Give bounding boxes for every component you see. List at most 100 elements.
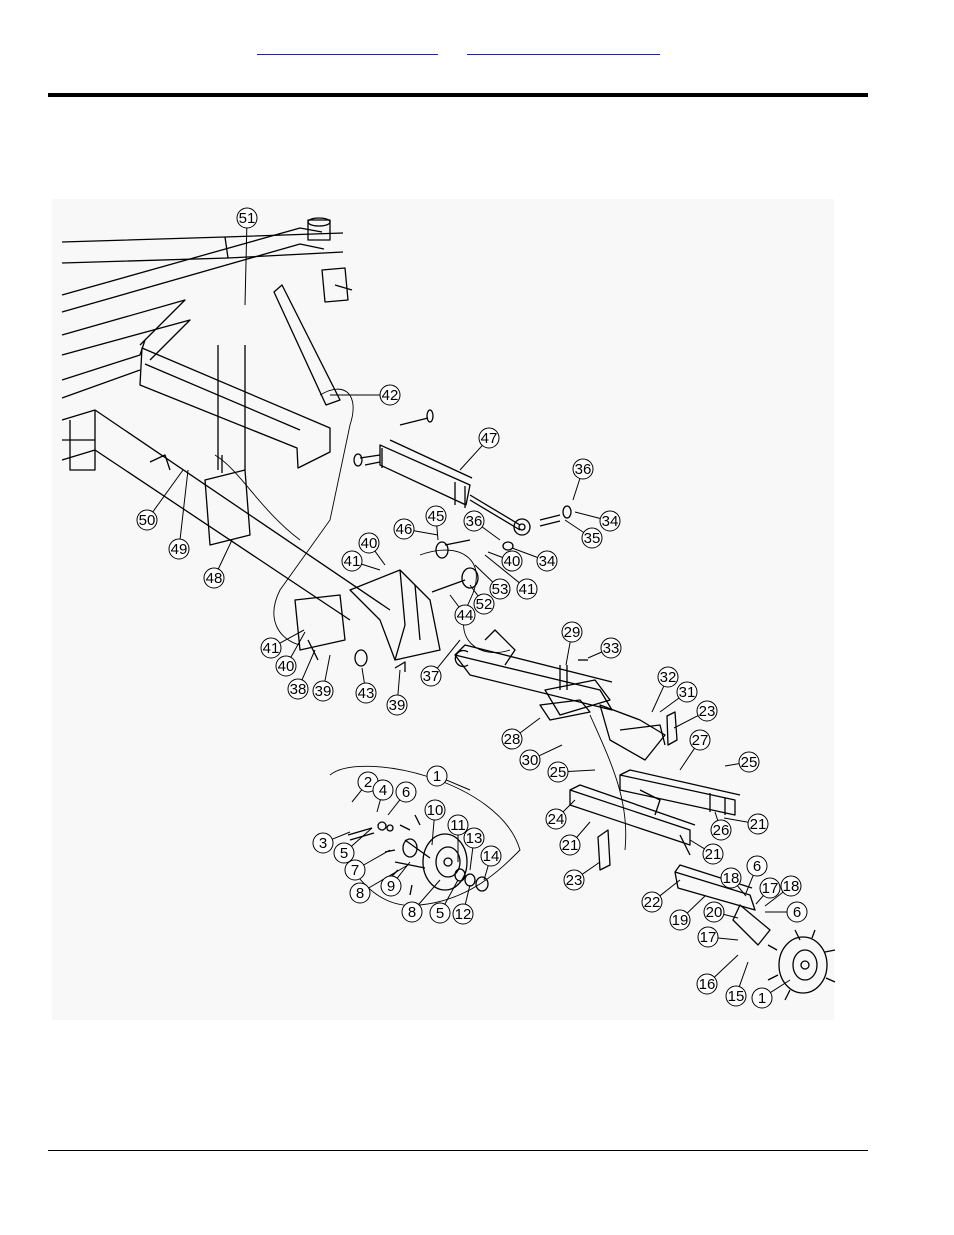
callout-1: 1 xyxy=(426,765,471,791)
callout-circle xyxy=(275,655,297,677)
callout-leader xyxy=(581,861,601,875)
callout-circle xyxy=(478,427,500,449)
callout-42: 42 xyxy=(330,384,401,406)
callout-number: 21 xyxy=(562,837,579,854)
callout-36: 36 xyxy=(572,458,594,501)
callout-circle xyxy=(429,902,451,924)
callout-22: 22 xyxy=(641,879,681,913)
callout-number: 40 xyxy=(504,553,521,570)
callout-leader xyxy=(459,445,483,471)
callout-36: 36 xyxy=(463,510,501,541)
callout-circle xyxy=(697,926,719,948)
callout-circle xyxy=(168,538,190,560)
callout-number: 1 xyxy=(758,990,766,1007)
callout-leader xyxy=(413,530,439,536)
callout-circle xyxy=(710,819,732,841)
callout-circle xyxy=(312,680,334,702)
callout-number: 33 xyxy=(603,640,620,657)
callout-circle xyxy=(380,875,402,897)
callout-number: 17 xyxy=(762,880,779,897)
callout-circle xyxy=(563,869,585,891)
callout-28: 28 xyxy=(501,717,541,750)
callout-number: 41 xyxy=(344,553,361,570)
callout-number: 2 xyxy=(364,774,372,791)
callout-circle xyxy=(545,808,567,830)
callout-circle xyxy=(599,510,621,532)
callout-6: 6 xyxy=(765,901,808,923)
callout-leader xyxy=(679,748,695,771)
callout-leader xyxy=(538,744,563,757)
callout-leader xyxy=(738,961,749,987)
callout-23: 23 xyxy=(673,700,718,729)
machine-drawing xyxy=(61,217,836,1001)
callout-leader xyxy=(487,551,503,558)
callout-4: 4 xyxy=(372,779,394,813)
callout-circle xyxy=(747,813,769,835)
callout-number: 21 xyxy=(750,816,767,833)
callout-leader xyxy=(449,594,460,608)
callout-leader xyxy=(376,799,381,813)
callout-29: 29 xyxy=(561,621,583,666)
callout-circle xyxy=(501,550,523,572)
callout-35: 35 xyxy=(564,519,603,549)
diagram-panel xyxy=(52,199,834,1020)
callout-23: 23 xyxy=(563,861,601,891)
callout-leader xyxy=(587,651,602,659)
callout-50: 50 xyxy=(136,469,184,531)
callout-number: 50 xyxy=(139,512,156,529)
callout-leader xyxy=(717,937,739,941)
callout-number: 35 xyxy=(584,530,601,547)
callout-number: 16 xyxy=(699,976,716,993)
callout-circle xyxy=(395,781,417,803)
callout-leader xyxy=(387,799,401,816)
callout-leader xyxy=(737,885,747,897)
callout-circle xyxy=(581,527,603,549)
callout-number: 12 xyxy=(455,906,472,923)
callout-6: 6 xyxy=(745,855,768,894)
callout-49: 49 xyxy=(168,469,190,560)
callout-number: 9 xyxy=(387,878,395,895)
callout-leader xyxy=(397,669,401,696)
callout-39: 39 xyxy=(312,654,334,702)
callout-circle xyxy=(349,882,371,904)
callout-leader xyxy=(361,563,381,571)
callout-26: 26 xyxy=(710,811,732,841)
callout-number: 28 xyxy=(504,731,521,748)
callout-circle xyxy=(786,901,808,923)
callout-circle xyxy=(572,458,594,480)
callout-leader xyxy=(351,827,373,847)
callout-number: 15 xyxy=(728,988,745,1005)
callout-number: 52 xyxy=(476,596,493,613)
callout-1: 1 xyxy=(751,979,791,1009)
callout-leader xyxy=(576,821,591,838)
nav-link-left[interactable] xyxy=(257,40,438,55)
nav-link-right[interactable] xyxy=(467,40,660,55)
callout-52: 52 xyxy=(469,584,495,615)
callout-21: 21 xyxy=(559,821,591,856)
callout-number: 24 xyxy=(548,811,565,828)
callout-number: 47 xyxy=(481,430,498,447)
callout-27: 27 xyxy=(679,729,711,771)
callout-32: 32 xyxy=(651,666,679,713)
callout-circle xyxy=(696,700,718,722)
callout-circle xyxy=(386,694,408,716)
callout-leader xyxy=(770,979,791,994)
callout-10: 10 xyxy=(424,799,446,846)
callout-leader xyxy=(474,564,494,583)
callout-leader xyxy=(374,550,386,566)
callout-33: 33 xyxy=(587,637,622,659)
callout-number: 3 xyxy=(319,835,327,852)
callout-number: 6 xyxy=(402,784,410,801)
callout-number: 49 xyxy=(171,541,188,558)
callout-number: 43 xyxy=(358,685,375,702)
callout-leader xyxy=(511,547,538,558)
callout-number: 48 xyxy=(206,570,223,587)
callout-number: 23 xyxy=(566,872,583,889)
callout-34: 34 xyxy=(511,547,558,572)
callout-leader xyxy=(723,817,749,823)
callout-circle xyxy=(358,532,380,554)
callout-6: 6 xyxy=(387,781,417,816)
callout-circle xyxy=(480,845,502,867)
callout-circle xyxy=(136,509,158,531)
callout-leader xyxy=(279,629,305,644)
